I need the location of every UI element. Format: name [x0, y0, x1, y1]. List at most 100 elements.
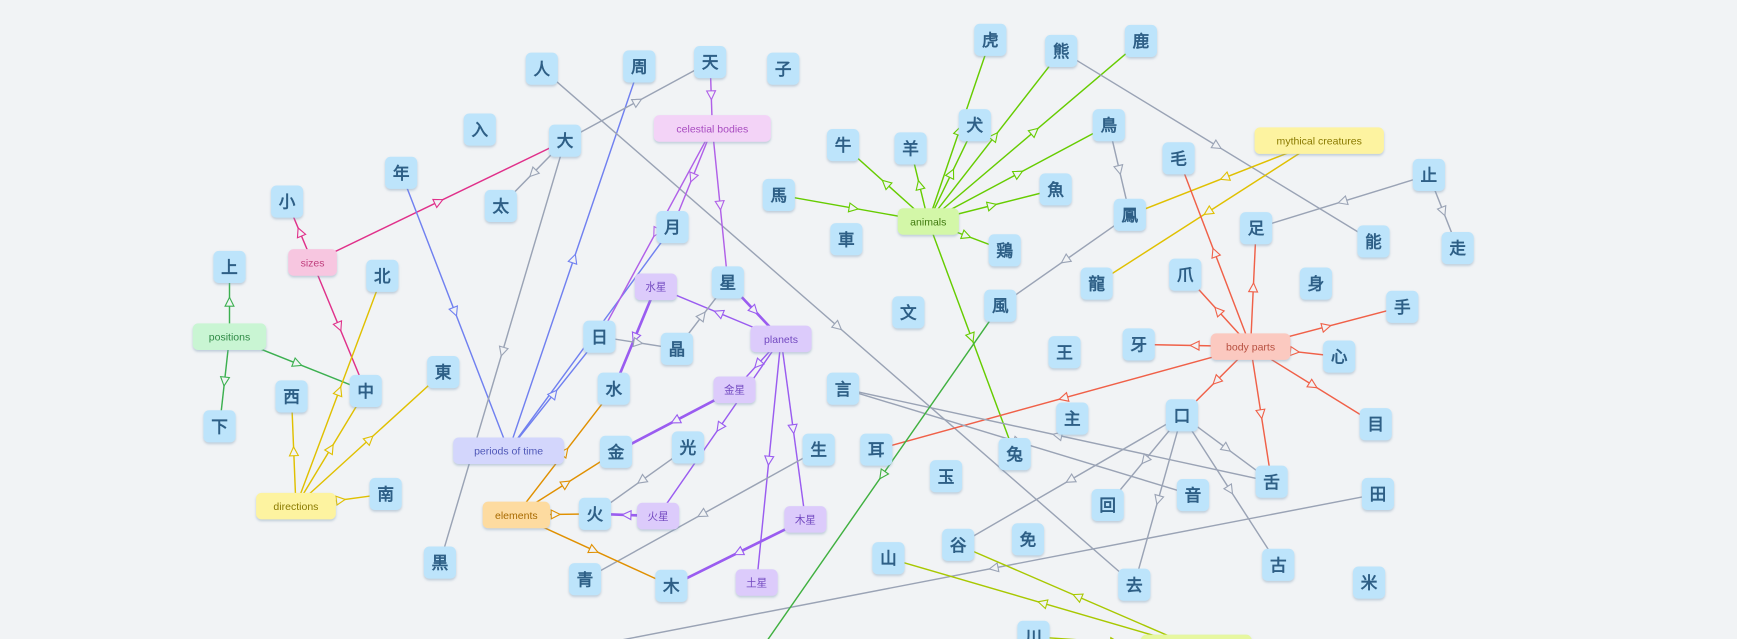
category-node-85[interactable]: mythical creatures [1254, 127, 1384, 154]
kanji-node-53[interactable]: 心 [1323, 340, 1356, 373]
node-label: 馬 [770, 186, 787, 205]
category-node-80[interactable]: 火星 [637, 502, 680, 530]
kanji-node-70[interactable]: 米 [1353, 566, 1386, 599]
kanji-node-13[interactable]: 中 [349, 374, 382, 407]
kanji-node-66[interactable]: 免 [1011, 523, 1045, 556]
kanji-node-4[interactable]: 入 [463, 113, 496, 146]
kanji-node-35[interactable]: 魚 [1039, 173, 1072, 206]
category-node-72[interactable]: celestial bodies [653, 115, 771, 142]
kanji-node-19[interactable]: 晶 [660, 332, 693, 365]
kanji-node-63[interactable]: 舌 [1255, 465, 1288, 498]
category-node-76[interactable]: periods of time [453, 437, 564, 465]
kanji-node-69[interactable]: 古 [1262, 548, 1295, 581]
arrow-icon [1306, 378, 1318, 389]
kanji-node-59[interactable]: 兔 [998, 437, 1031, 471]
category-node-78[interactable]: 水星 [634, 273, 677, 301]
kanji-node-24[interactable]: 生 [802, 433, 835, 466]
kanji-node-36[interactable]: 馬 [762, 178, 795, 211]
kanji-node-52[interactable]: 王 [1048, 336, 1081, 369]
kanji-node-5[interactable]: 大 [549, 124, 582, 157]
category-node-82[interactable]: 土星 [735, 569, 778, 596]
node-label: 入 [471, 121, 488, 140]
kanji-node-20[interactable]: 水 [597, 372, 630, 405]
kanji-node-32[interactable]: 熊 [1045, 34, 1078, 68]
kanji-node-9[interactable]: 上 [213, 250, 246, 283]
arrow-icon [550, 509, 562, 520]
kanji-node-65[interactable]: 谷 [942, 528, 975, 561]
kanji-node-3[interactable]: 子 [767, 52, 800, 85]
kanji-node-49[interactable]: 身 [1299, 267, 1332, 300]
kanji-node-2[interactable]: 天 [694, 45, 727, 79]
kanji-node-56[interactable]: 主 [1056, 402, 1089, 435]
kanji-node-8[interactable]: 小 [271, 185, 304, 218]
category-node-75[interactable]: directions [256, 492, 336, 520]
kanji-node-22[interactable]: 光 [671, 431, 705, 464]
kanji-node-12[interactable]: 西 [275, 380, 308, 413]
kanji-node-50[interactable]: 手 [1386, 290, 1419, 323]
kanji-node-26[interactable]: 青 [568, 563, 602, 596]
category-node-84[interactable]: animals [897, 208, 959, 235]
kanji-node-44[interactable]: 足 [1240, 212, 1273, 245]
kanji-node-6[interactable]: 年 [385, 156, 418, 189]
kanji-node-23[interactable]: 火 [578, 497, 612, 530]
kanji-node-45[interactable]: 止 [1412, 158, 1445, 192]
kanji-node-27[interactable]: 木 [655, 569, 688, 602]
kanji-node-18[interactable]: 日 [583, 320, 616, 353]
node-label: 南 [377, 484, 394, 504]
kanji-node-41[interactable]: 龍 [1080, 267, 1113, 300]
kanji-node-33[interactable]: 鹿 [1124, 24, 1157, 58]
kanji-node-40[interactable]: 風 [984, 289, 1017, 322]
kanji-node-15[interactable]: 南 [369, 477, 402, 510]
kanji-node-7[interactable]: 太 [484, 189, 517, 223]
kanji-node-1[interactable]: 周 [623, 50, 656, 83]
kanji-node-34[interactable]: 鳥 [1092, 109, 1125, 142]
arrow-icon [1036, 599, 1049, 610]
kanji-node-62[interactable]: 音 [1176, 478, 1210, 512]
kanji-node-31[interactable]: 虎 [974, 23, 1007, 56]
kanji-node-29[interactable]: 羊 [894, 132, 927, 165]
node-label: 子 [775, 60, 792, 79]
kanji-node-68[interactable]: 去 [1118, 568, 1151, 601]
category-node-74[interactable]: positions [192, 323, 267, 350]
kanji-node-11[interactable]: 下 [203, 410, 236, 443]
category-node-77[interactable]: planets [750, 325, 812, 353]
kanji-node-37[interactable]: 車 [830, 223, 863, 256]
kanji-node-14[interactable]: 東 [427, 356, 460, 389]
kanji-node-60[interactable]: 玉 [929, 460, 963, 493]
category-node-79[interactable]: 金星 [713, 376, 756, 404]
kanji-node-43[interactable]: 毛 [1162, 142, 1195, 175]
kanji-node-57[interactable]: 口 [1165, 399, 1198, 432]
edge-57 [1255, 174, 1430, 229]
node-label: 月 [663, 218, 681, 237]
kanji-node-58[interactable]: 目 [1359, 408, 1392, 441]
kanji-node-64[interactable]: 田 [1361, 477, 1394, 510]
kanji-node-16[interactable]: 月 [656, 210, 689, 244]
category-node-81[interactable]: 木星 [784, 506, 827, 533]
kanji-node-0[interactable]: 人 [525, 52, 558, 85]
kanji-node-39[interactable]: 文 [892, 296, 925, 329]
arrow-icon [288, 445, 300, 457]
kanji-node-51[interactable]: 牙 [1122, 328, 1155, 361]
kanji-node-25[interactable]: 黒 [423, 546, 456, 579]
category-node-73[interactable]: sizes [288, 249, 337, 276]
category-node-86[interactable]: body parts [1210, 333, 1291, 360]
node-label: body parts [1226, 342, 1275, 354]
kanji-node-17[interactable]: 星 [711, 266, 744, 299]
kanji-node-38[interactable]: 鶏 [988, 234, 1021, 267]
category-node-87[interactable] [1141, 634, 1252, 639]
kanji-node-28[interactable]: 牛 [826, 129, 860, 162]
kanji-node-71[interactable]: 川 [1017, 620, 1050, 639]
kanji-node-21[interactable]: 金 [599, 435, 633, 468]
arrow-icon [1065, 472, 1078, 483]
kanji-node-42[interactable]: 鳳 [1113, 198, 1146, 231]
kanji-node-30[interactable]: 犬 [958, 109, 991, 142]
kanji-node-54[interactable]: 言 [826, 372, 860, 405]
kanji-node-10[interactable]: 北 [366, 259, 399, 292]
kanji-node-48[interactable]: 爪 [1169, 258, 1202, 291]
category-node-83[interactable]: elements [482, 501, 550, 529]
kanji-node-55[interactable]: 耳 [860, 433, 893, 466]
kanji-node-61[interactable]: 回 [1091, 488, 1124, 522]
kanji-node-47[interactable]: 能 [1357, 225, 1390, 258]
kanji-node-67[interactable]: 山 [872, 542, 905, 575]
kanji-node-46[interactable]: 走 [1441, 232, 1474, 265]
